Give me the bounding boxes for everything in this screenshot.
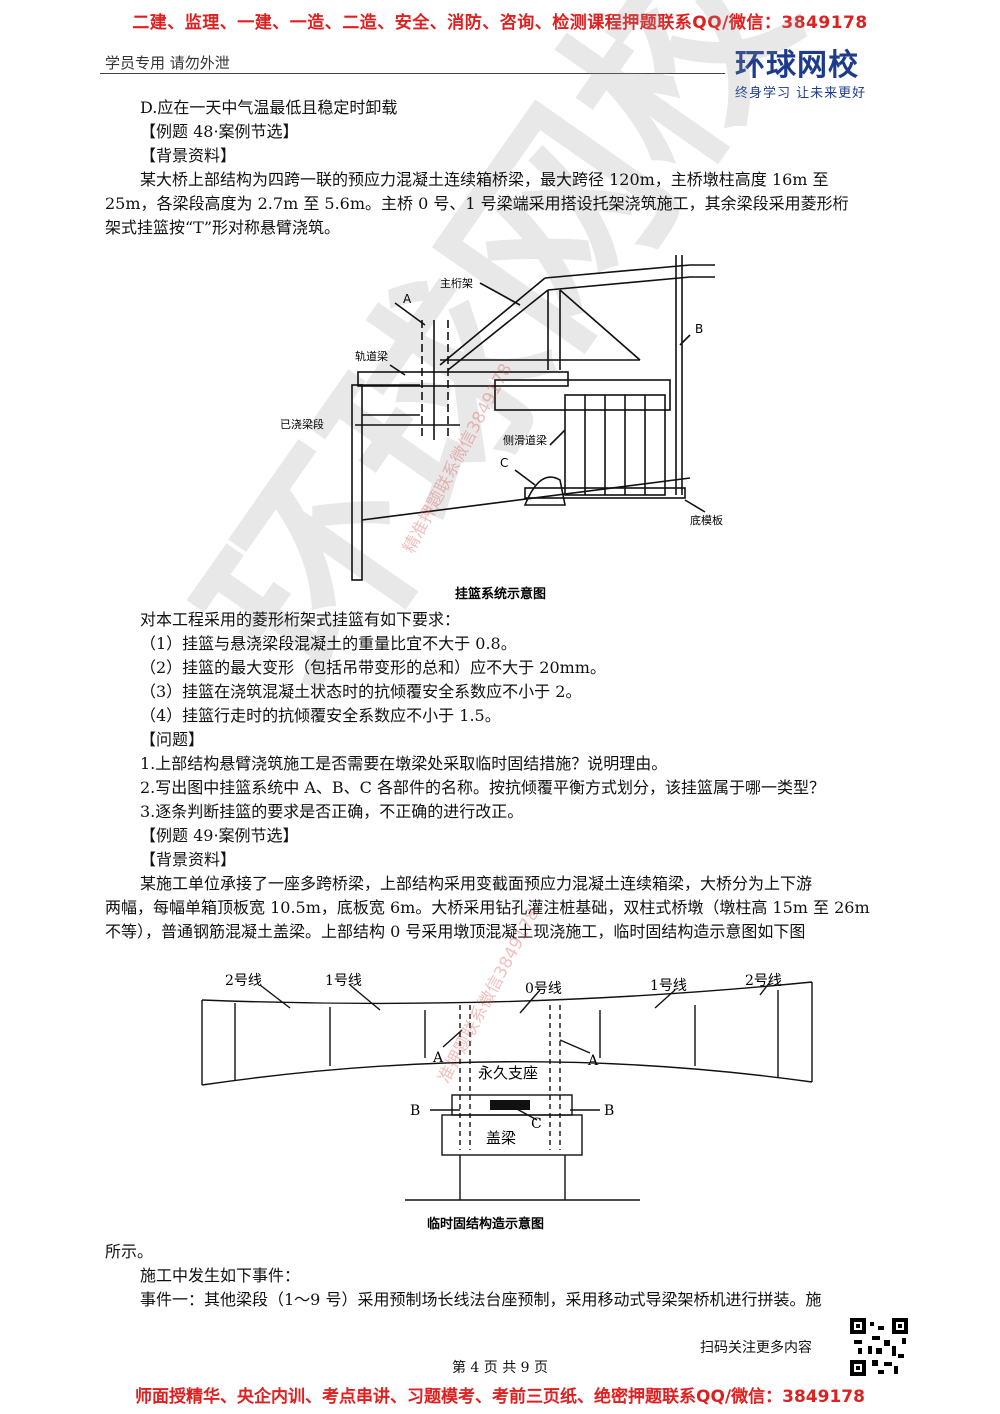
questions-heading: 【问题】	[140, 730, 205, 749]
qr-code-icon[interactable]	[850, 1318, 908, 1376]
label-line2-left: 2号线	[225, 973, 262, 989]
label-line0: 0号线	[525, 981, 562, 997]
page-number: 第 4 页 共 9 页	[451, 1360, 549, 1376]
bottom-banner: 师面授精华、央企内训、考点串讲、习题模考、考前三页纸、绝密押题联系QQ/微信：3…	[135, 1387, 865, 1407]
scan-prompt: 扫码关注更多内容	[700, 1340, 812, 1356]
paragraph-line: 某大桥上部结构为四跨一联的预应力混凝土连续箱桥梁，最大跨径 120m，主桥墩柱高…	[140, 170, 829, 189]
paragraph-line: 架式挂篮按“T”形对称悬臂浇筑。	[105, 218, 341, 237]
requirement-4: （4）挂篮行走时的抗倾覆安全系数应不小于 1.5。	[140, 706, 501, 725]
requirement-3: （3）挂篮在浇筑混凝土状态时的抗倾覆安全系数应不小于 2。	[140, 682, 582, 701]
brand-logo: 环球网校 终身学习 让未来更好	[735, 40, 915, 101]
label-bottom-form: 底模板	[690, 513, 723, 527]
background-heading: 【背景资料】	[140, 146, 237, 165]
paragraph-line: 不等），普通钢筋混凝土盖梁。上部结构 0 号采用墩顶混凝土现浇施工，临时固结构造…	[105, 922, 806, 941]
requirement-1: （1）挂篮与悬浇梁段混凝土的重量比宜不大于 0.8。	[140, 634, 517, 653]
label-b-right: B	[604, 1103, 614, 1119]
header-divider	[100, 73, 725, 74]
option-d: D.应在一天中气温最低且稳定时卸载	[140, 98, 398, 117]
label-c: C	[531, 1116, 542, 1132]
paragraph-line: 施工中发生如下事件：	[140, 1266, 301, 1285]
label-b-left: B	[410, 1103, 420, 1119]
example-49-title: 【例题 49·案例节选】	[140, 826, 299, 845]
label-line2-right: 2号线	[745, 973, 782, 989]
requirement-2: （2）挂篮的最大变形（包括吊带变形的总和）应不大于 20mm。	[140, 658, 606, 677]
paragraph-line: 所示。	[105, 1242, 154, 1261]
confidential-notice: 学员专用 请勿外泄	[105, 54, 230, 72]
paragraph-line: 25m，各梁段高度为 2.7m 至 5.6m。主桥 0 号、1 号梁端采用搭设托…	[105, 194, 849, 213]
question-3: 3.逐条判断挂篮的要求是否正确，不正确的进行改正。	[140, 802, 524, 821]
label-cap-beam: 盖梁	[486, 1129, 516, 1147]
label-line1-right: 1号线	[650, 978, 687, 994]
paragraph-line: 两幅，每幅单箱顶板宽 10.5m，底板宽 6m。大桥采用钻孔灌注桩基础，双柱式桥…	[105, 898, 870, 917]
background-heading: 【背景资料】	[140, 850, 237, 869]
question-2: 2.写出图中挂篮系统中 A、B、C 各部件的名称。按抗倾覆平衡方式划分，该挂篮属…	[140, 778, 825, 797]
paragraph-line: 对本工程采用的菱形桁架式挂篮有如下要求：	[140, 610, 461, 629]
top-banner: 二建、监理、一建、一造、二造、安全、消防、咨询、检测课程押题联系QQ/微信：38…	[132, 13, 868, 33]
label-a-right: A	[587, 1053, 599, 1069]
label-line1-left: 1号线	[325, 973, 362, 989]
question-1: 1.上部结构悬臂浇筑施工是否需要在墩梁处采取临时固结措施？说明理由。	[140, 754, 668, 773]
label-b: B	[695, 322, 703, 336]
event-1: 事件一：其他梁段（1～9 号）采用预制场长线法台座预制，采用移动式导梁架桥机进行…	[140, 1290, 822, 1309]
logo-main-text: 环球网校	[735, 48, 859, 83]
figure2-caption: 临时固结构造示意图	[427, 1216, 544, 1232]
label-permanent-bearing: 永久支座	[478, 1064, 538, 1082]
example-48-title: 【例题 48·案例节选】	[140, 122, 299, 141]
paragraph-line: 某施工单位承接了一座多跨桥梁，上部结构采用变截面预应力混凝土连续箱梁，大桥分为上…	[140, 874, 813, 893]
logo-slogan: 终身学习 让未来更好	[735, 86, 867, 101]
